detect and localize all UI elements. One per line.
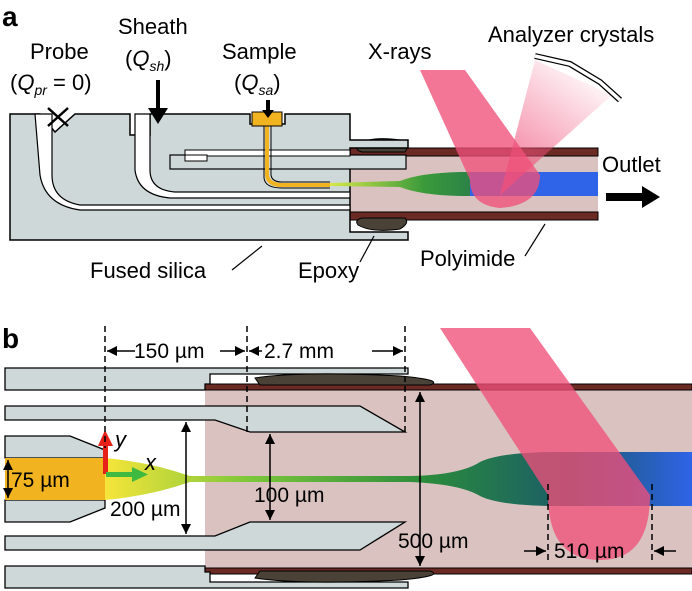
sample-q-label: (Qsa) <box>234 70 281 98</box>
sheath-channel <box>134 113 351 199</box>
analyzer-cone <box>500 60 612 195</box>
x-axis-arrow <box>106 472 134 477</box>
dim-100: 100 µm <box>254 434 324 520</box>
dim-75: 75 µm <box>3 460 70 498</box>
polyimide-leader <box>524 223 546 257</box>
epoxy-label: Epoxy <box>298 258 359 283</box>
dim-75-label: 75 µm <box>11 469 70 492</box>
sample-capillary-top <box>4 435 106 459</box>
y-axis-label: y <box>113 427 128 452</box>
dim-150: 150 µm <box>107 340 245 363</box>
epoxy-bottom-b <box>254 570 435 583</box>
dim-27-label: 2.7 mm <box>264 340 334 363</box>
sample-arrow <box>262 100 274 118</box>
epoxy-bottom <box>356 217 408 231</box>
probe-q-label: (Qpr = 0) <box>10 70 92 98</box>
dim-510: 510 µm <box>524 484 676 563</box>
xrays-label: X-rays <box>368 39 432 64</box>
fused-silica-body <box>9 113 409 241</box>
y-axis-arrow <box>103 444 108 474</box>
dim-500-label: 500 µm <box>398 530 468 553</box>
panel-b-letter: b <box>2 323 19 354</box>
outer-silica-bottom <box>4 565 409 589</box>
sheath-label: Sheath <box>118 14 188 39</box>
probe-channel <box>34 113 351 211</box>
epoxy-leader <box>359 235 375 263</box>
panel-a: a P <box>2 1 661 283</box>
fused-silica-label: Fused silica <box>90 258 207 283</box>
outlet-arrow <box>606 186 660 208</box>
dim-200-label: 200 µm <box>110 498 180 521</box>
outer-silica-top <box>4 367 409 391</box>
sheath-arrow <box>148 80 168 124</box>
probe-x-mark <box>47 107 69 127</box>
probe-label: Probe <box>30 39 89 64</box>
sample-label: Sample <box>222 39 297 64</box>
xray-beam-b <box>440 328 650 560</box>
sheath-q-label: (Qsh) <box>125 46 172 74</box>
epoxy-top-b <box>254 373 435 386</box>
dim-500: 500 µm <box>398 392 468 566</box>
small-slot <box>184 154 208 162</box>
sample-capillary-bottom <box>4 499 106 523</box>
fused-silica-leader <box>231 245 263 271</box>
dim-27: 2.7 mm <box>249 340 403 363</box>
outlet-label: Outlet <box>602 152 661 177</box>
panel-a-letter: a <box>2 1 18 32</box>
x-axis-label: x <box>144 450 157 475</box>
dim-100-label: 100 µm <box>254 484 324 507</box>
panel-b: b y x <box>2 323 692 589</box>
polyimide-label: Polyimide <box>420 246 515 271</box>
sample-line <box>265 124 330 187</box>
dim-510-label: 510 µm <box>554 540 624 563</box>
dim-150-label: 150 µm <box>134 340 204 363</box>
dim-200: 200 µm <box>110 422 191 534</box>
analyzer-label: Analyzer crystals <box>488 22 654 47</box>
sample-fill-b <box>5 458 105 500</box>
